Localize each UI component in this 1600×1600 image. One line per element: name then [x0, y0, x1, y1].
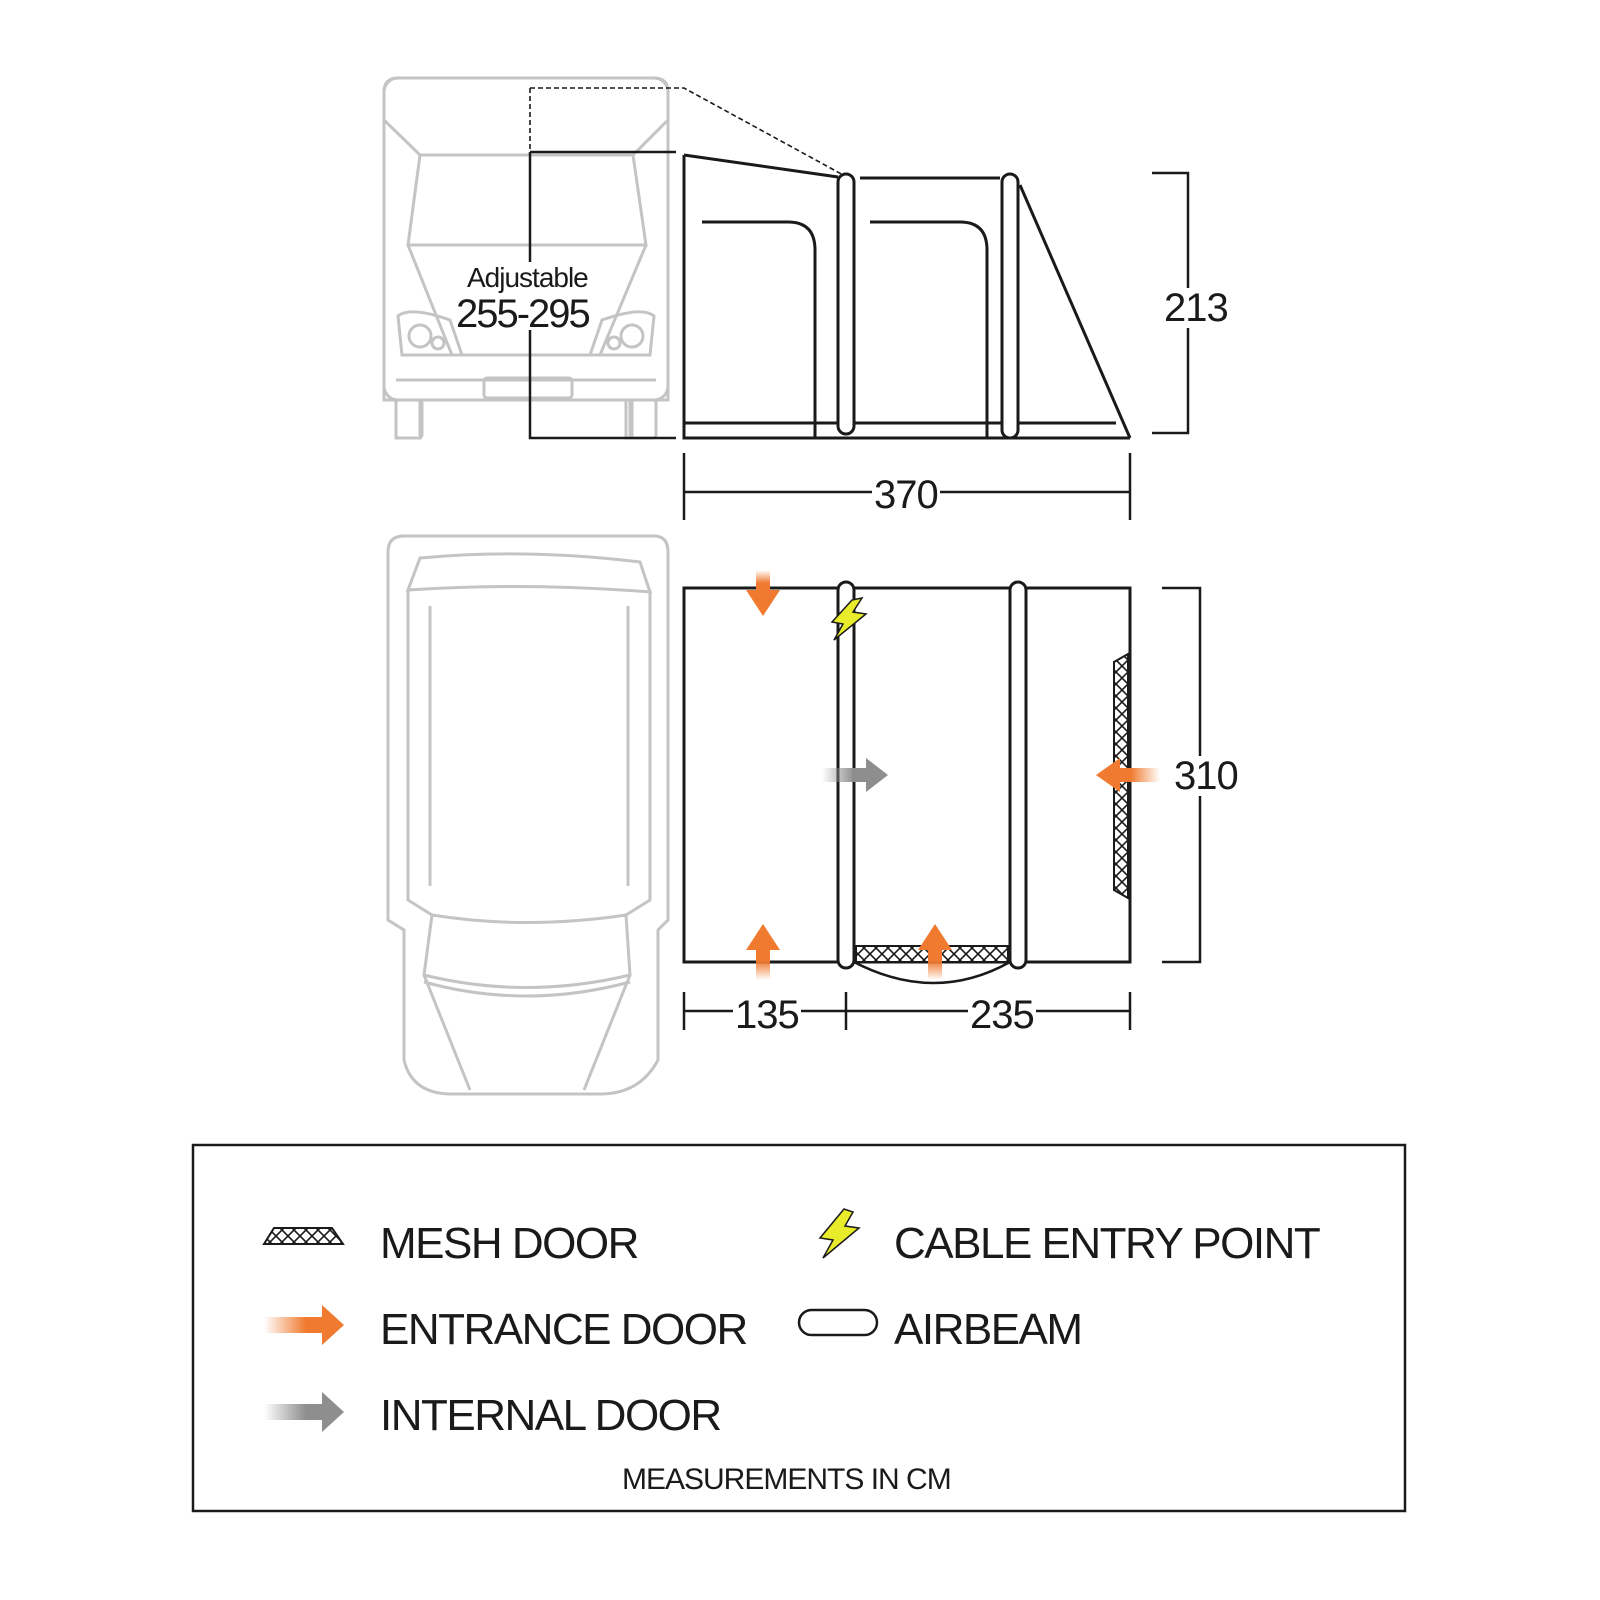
legend-cable-entry: CABLE ENTRY POINT	[894, 1219, 1321, 1268]
entrance-door-arrow-bottom-left	[746, 924, 780, 980]
mesh-door-icon	[262, 1227, 345, 1245]
entrance-door-arrow-side	[1096, 758, 1160, 792]
entrance-door-arrow-top	[746, 570, 780, 616]
adjustable-height-guide	[528, 87, 846, 440]
height-value: 213	[1162, 286, 1230, 330]
internal-door-arrow	[822, 758, 888, 792]
airbeam-plan-2	[1008, 580, 1028, 970]
length-value: 370	[872, 473, 940, 517]
legend-entrance-door: ENTRANCE DOOR	[380, 1305, 748, 1354]
airbeam-side-1	[836, 172, 856, 436]
vehicle-front-view	[382, 76, 670, 440]
airbeam-icon	[797, 1308, 879, 1337]
entrance-door-arrow-bottom-center	[918, 924, 952, 980]
depth-value: 310	[1172, 754, 1240, 798]
cable-entry-legend-icon	[818, 1208, 861, 1259]
section-dimensions	[682, 992, 1132, 1030]
awning-side-view	[682, 153, 1132, 440]
awning-plan-view	[682, 586, 1132, 985]
cable-entry-icon	[830, 596, 868, 641]
section-1-value: 135	[733, 993, 801, 1037]
legend-airbeam: AIRBEAM	[894, 1305, 1083, 1354]
airbeam-side-2	[1000, 172, 1020, 440]
internal-door-arrow-icon	[264, 1392, 344, 1432]
section-2-value: 235	[968, 993, 1036, 1037]
legend-mesh-door: MESH DOOR	[380, 1219, 639, 1268]
adjustable-range: 255-295	[456, 292, 591, 336]
vehicle-top-view	[386, 534, 670, 1096]
measurements-note: MEASUREMENTS IN CM	[622, 1463, 952, 1496]
legend-internal-door: INTERNAL DOOR	[380, 1391, 722, 1440]
adjustable-label: Adjustable	[467, 262, 589, 293]
entrance-door-arrow-icon	[264, 1305, 344, 1345]
